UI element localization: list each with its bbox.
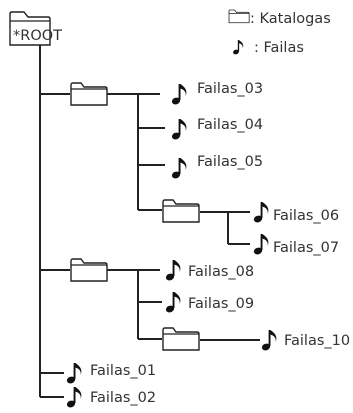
folder-icon — [162, 199, 200, 223]
legend-file-label: : Failas — [254, 40, 304, 56]
file-label: Failas_09 — [188, 296, 254, 312]
music-note-icon — [170, 158, 187, 180]
file-item: Failas_08 — [164, 260, 254, 282]
file-label: Failas_02 — [90, 390, 156, 406]
file-item: Failas_09 — [164, 292, 254, 314]
folder-icon — [162, 327, 200, 351]
legend-music-note-icon — [232, 40, 244, 56]
file-label: Failas_08 — [188, 264, 254, 280]
legend: : Katalogas : Failas — [228, 9, 331, 56]
file-label: Failas_07 — [273, 240, 339, 256]
music-note-icon — [164, 292, 181, 314]
root-folder-icon — [9, 11, 51, 46]
music-note-icon — [252, 202, 269, 224]
music-note-icon — [65, 387, 82, 409]
file-item: Failas_06 — [252, 202, 339, 224]
legend-folder-label: : Katalogas — [250, 11, 331, 27]
root-label: *ROOT — [13, 28, 62, 44]
file-item: Failas_04 — [170, 117, 263, 141]
file-label: Failas_05 — [197, 154, 263, 170]
music-note-icon — [170, 119, 187, 141]
folder-icon — [70, 82, 108, 106]
file-item: Failas_01 — [65, 363, 156, 385]
legend-folder-icon — [228, 9, 250, 24]
folder-icon — [70, 258, 108, 282]
file-item: Failas_03 — [170, 81, 263, 106]
file-label: Failas_03 — [197, 81, 263, 97]
file-label: Failas_01 — [90, 363, 156, 379]
file-label: Failas_04 — [197, 117, 263, 133]
music-note-icon — [252, 234, 269, 256]
file-label: Failas_10 — [284, 333, 350, 349]
music-note-icon — [65, 363, 82, 385]
file-item: Failas_07 — [252, 234, 339, 256]
music-note-icon — [260, 330, 277, 352]
file-label: Failas_06 — [273, 208, 339, 224]
music-note-icon — [170, 84, 187, 106]
file-item: Failas_10 — [260, 330, 350, 352]
tree-lines — [39, 45, 260, 398]
file-item: Failas_05 — [170, 154, 263, 180]
file-item: Failas_02 — [65, 387, 156, 409]
music-note-icon — [164, 260, 181, 282]
